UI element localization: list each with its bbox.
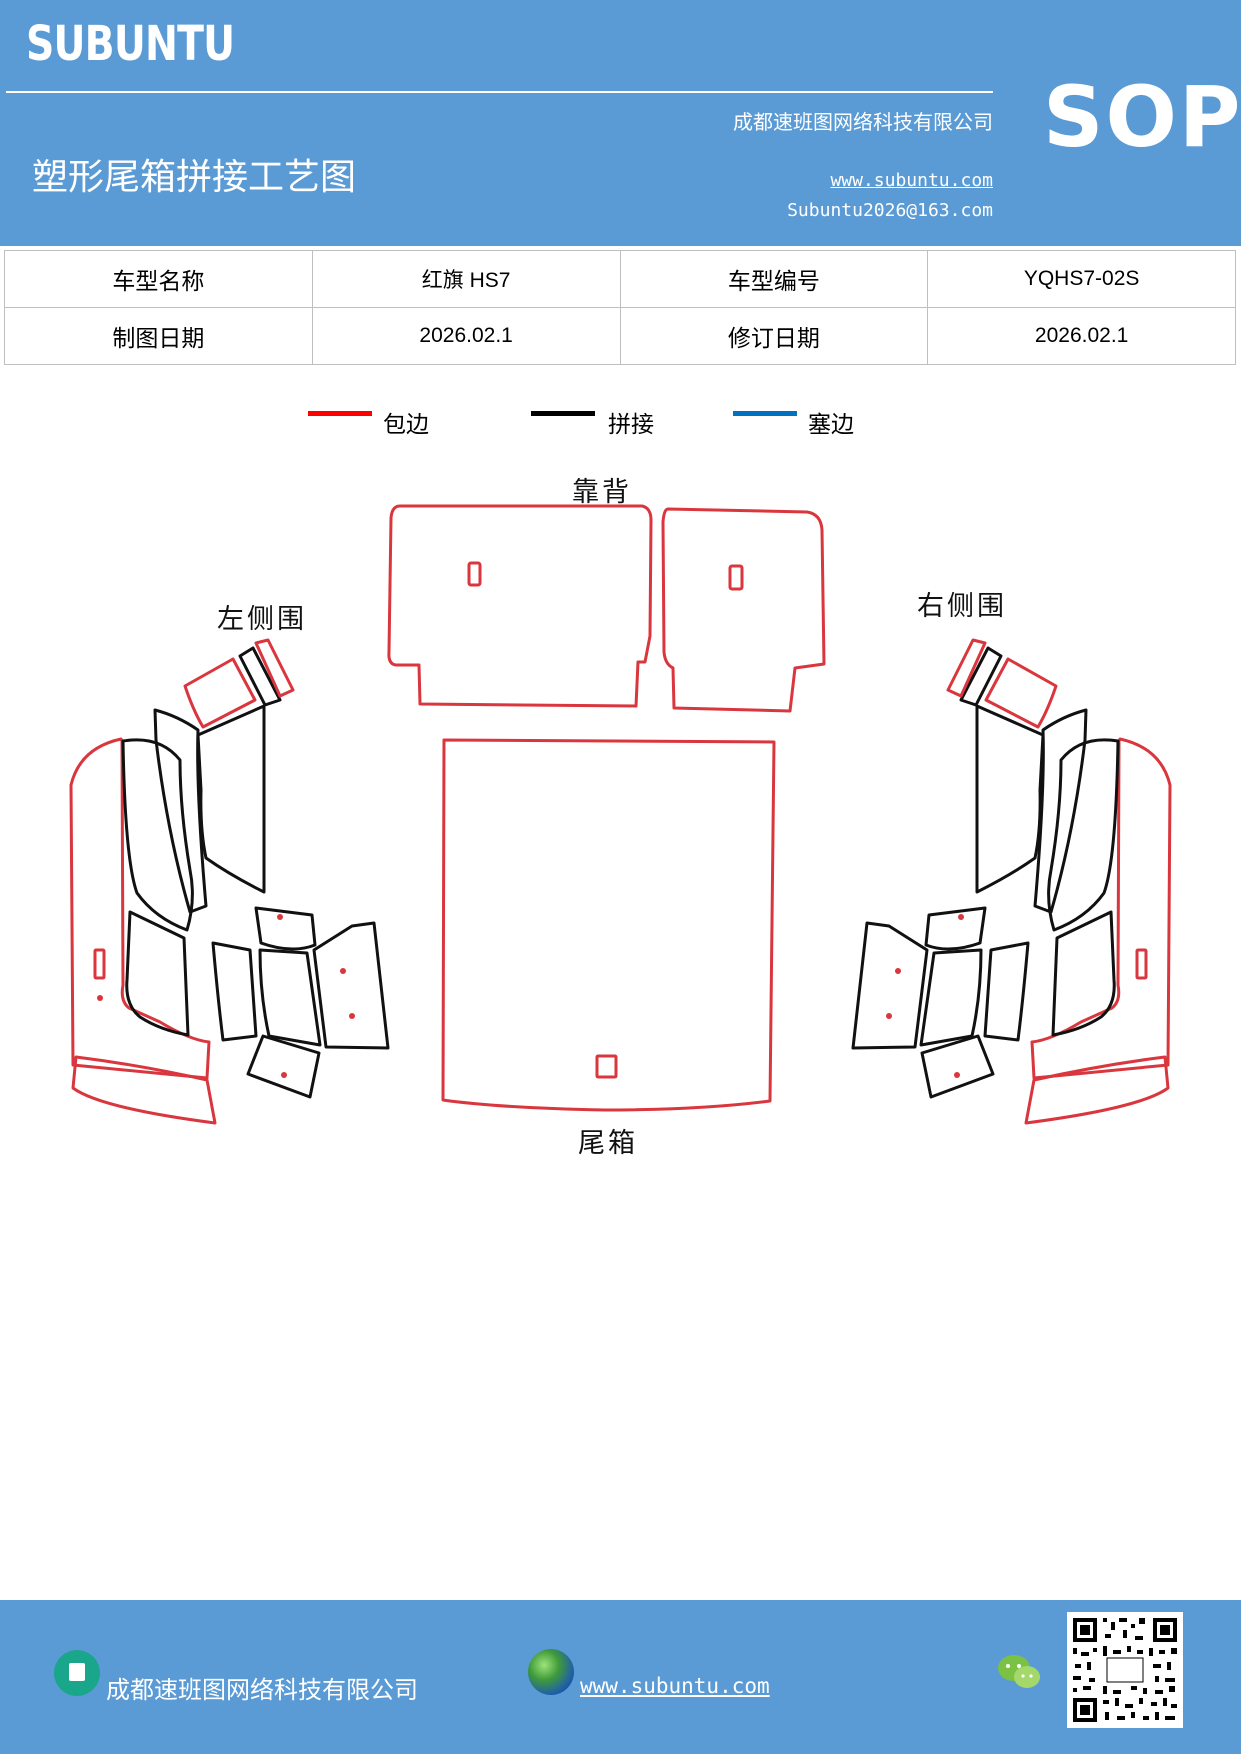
- right-side-label: 右侧围: [917, 591, 1007, 622]
- globe-icon: [528, 1649, 574, 1695]
- table-row: 制图日期 2026.02.1 修订日期 2026.02.1: [4, 307, 1236, 365]
- legend-label-splice: 拼接: [608, 412, 654, 438]
- legend-label-wrap: 包边: [383, 412, 429, 438]
- backrest-label: 靠背: [572, 477, 632, 508]
- model-name-value: 红旗 HS7: [311, 250, 621, 308]
- right-side-group: [851, 638, 1172, 1125]
- vehicle-info-table: 车型名称 红旗 HS7 车型编号 YQHS7-02S 制图日期 2026.02.…: [4, 250, 1236, 365]
- trunk-floor-slot: [595, 1054, 618, 1079]
- website-link[interactable]: www.subuntu.com: [830, 170, 993, 191]
- header-divider: [6, 91, 993, 93]
- backrest-left-slot: [467, 561, 482, 587]
- model-code-label: 车型编号: [619, 250, 929, 308]
- legend-label-tuck: 塞边: [808, 412, 854, 438]
- left-side-group: [69, 638, 390, 1125]
- brand-logo: SUBUNTU: [26, 16, 235, 72]
- sop-label: SOP: [1043, 68, 1241, 166]
- revision-date-label: 修订日期: [619, 307, 929, 365]
- legend-swatch-blue: [733, 411, 797, 416]
- building-icon: [54, 1650, 100, 1696]
- trunk-label: 尾箱: [578, 1128, 638, 1159]
- footer-website-link[interactable]: www.subuntu.com: [580, 1674, 770, 1698]
- revision-date-value: 2026.02.1: [927, 307, 1236, 365]
- trunk-floor: [441, 738, 776, 1112]
- pattern-diagram: [69, 504, 1172, 1125]
- backrest-right-slot: [728, 564, 744, 591]
- page-title: 塑形尾箱拼接工艺图: [32, 157, 357, 198]
- backrest-left-panel: [387, 504, 653, 708]
- legend-swatch-black: [531, 411, 595, 416]
- drawing-date-value: 2026.02.1: [311, 307, 621, 365]
- model-code-value: YQHS7-02S: [927, 250, 1236, 308]
- wechat-icon: [998, 1655, 1040, 1688]
- backrest-right-panel: [661, 507, 826, 713]
- footer-company-name: 成都速班图网络科技有限公司: [106, 1676, 418, 1704]
- email-address: Subuntu2026@163.com: [787, 200, 993, 221]
- model-name-label: 车型名称: [4, 250, 313, 308]
- table-row: 车型名称 红旗 HS7 车型编号 YQHS7-02S: [4, 250, 1236, 308]
- header-banner: [0, 0, 1241, 246]
- qr-code-icon: [1067, 1612, 1183, 1728]
- drawing-date-label: 制图日期: [4, 307, 313, 365]
- legend-swatch-red: [308, 411, 372, 416]
- company-name: 成都速班图网络科技有限公司: [733, 110, 993, 134]
- left-side-label: 左侧围: [217, 604, 307, 635]
